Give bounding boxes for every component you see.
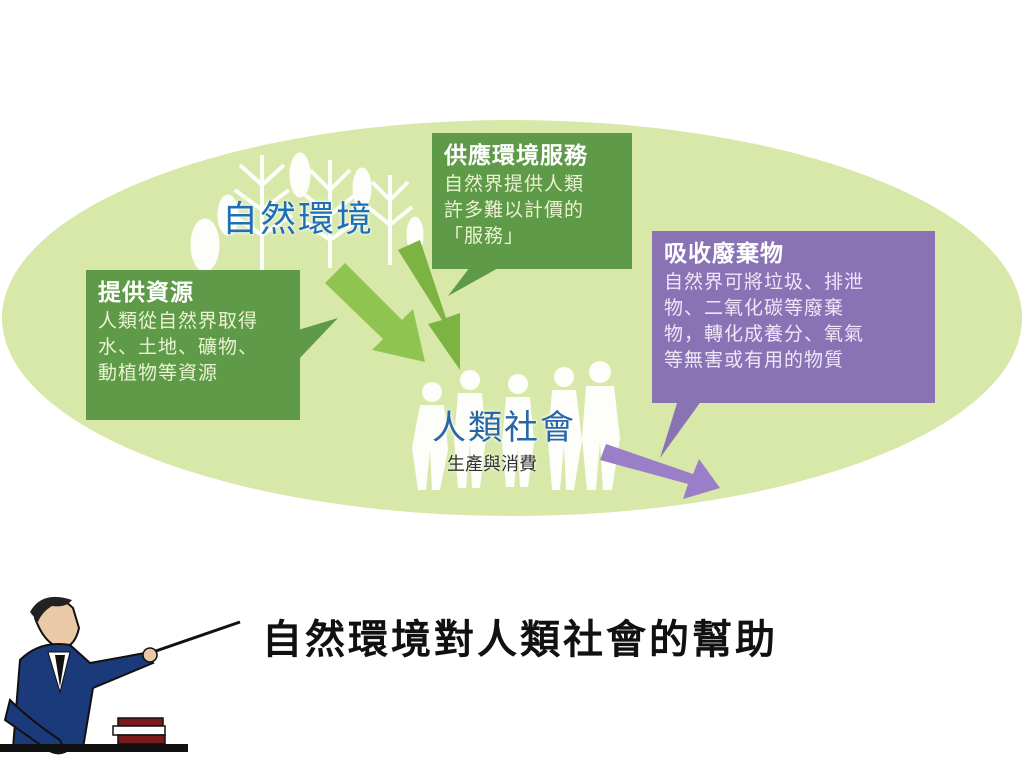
- absorb-waste-line: 自然界可將垃圾、排泄: [664, 271, 865, 293]
- absorb-waste-line: 等無害或有用的物質: [664, 349, 845, 371]
- tree-icon: [190, 152, 424, 272]
- absorb-arrow: [600, 444, 720, 499]
- provide-resources-line: 動植物等資源: [98, 362, 219, 384]
- books-icon: [112, 717, 166, 745]
- provide-resources-title: 提供資源: [98, 280, 194, 306]
- human-society-label: 人類社會: [432, 408, 576, 448]
- natural-environment-label: 自然環境: [222, 199, 375, 240]
- provide-arrow: [325, 263, 425, 362]
- absorb-waste-line: 物、二氧化碳等廢棄: [664, 297, 845, 319]
- provide-resources-line: 人類從自然界取得: [98, 310, 259, 332]
- production-consumption-label: 生產與消費: [447, 454, 537, 475]
- environment-service-line: 「服務」: [444, 225, 525, 247]
- slide-caption: 自然環境對人類社會的幫助: [262, 616, 778, 663]
- environment-service-line: 自然界提供人類: [444, 173, 585, 195]
- environment-service-line: 許多難以計價的: [444, 199, 585, 221]
- provide-resources-box: 提供資源 人類從自然界取得 水、土地、礦物、 動植物等資源: [86, 270, 300, 420]
- people-silhouette-icon: [412, 361, 620, 490]
- absorb-waste-line: 物，轉化成養分、氧氣: [664, 323, 865, 345]
- absorb-box-pointer: [660, 400, 702, 458]
- environment-service-title: 供應環境服務: [444, 143, 588, 169]
- absorb-waste-title: 吸收廢棄物: [664, 241, 784, 267]
- provide-resources-line: 水、土地、礦物、: [98, 336, 259, 358]
- service-arrow: [398, 240, 460, 370]
- service-box-pointer: [448, 267, 500, 296]
- absorb-waste-box: 吸收廢棄物 自然界可將垃圾、排泄 物、二氧化碳等廢棄 物，轉化成養分、氧氣 等無…: [652, 231, 935, 403]
- teacher-pointer-icon: [0, 596, 241, 755]
- provide-box-pointer: [298, 318, 338, 360]
- environment-service-box: 供應環境服務 自然界提供人類 許多難以計價的 「服務」: [432, 133, 632, 269]
